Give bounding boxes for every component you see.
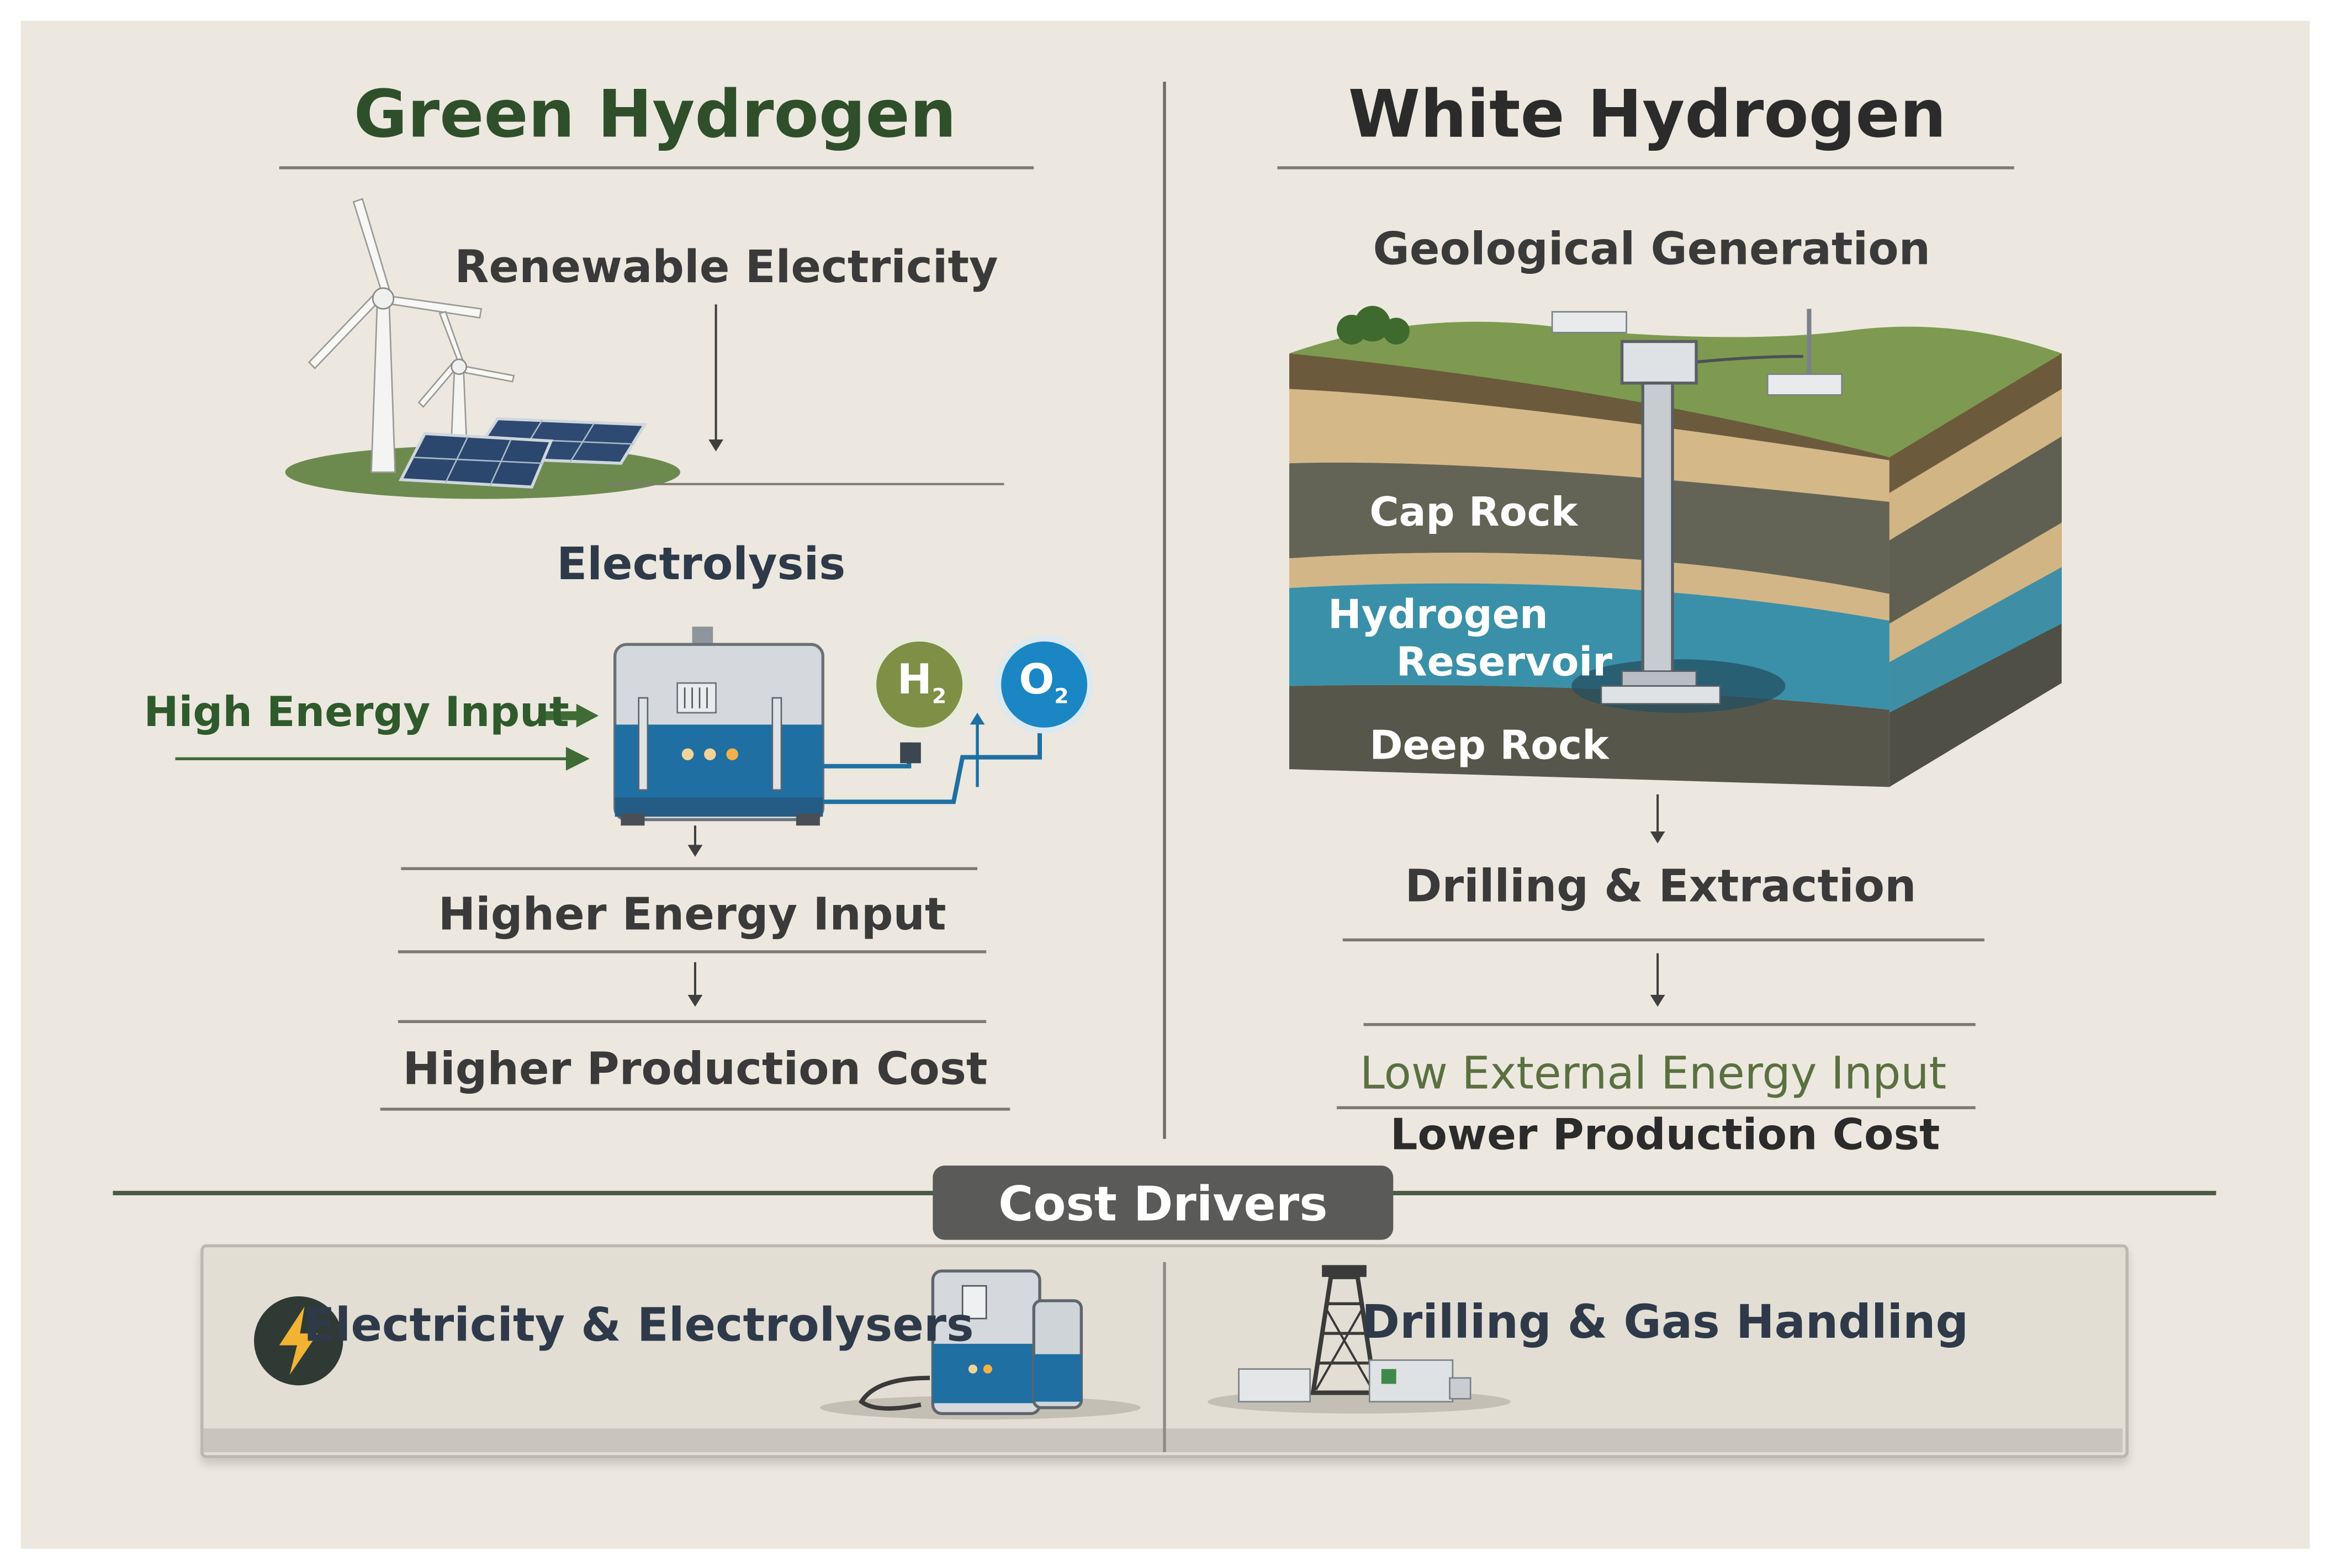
h2-bubble-icon bbox=[870, 635, 968, 734]
electrolysis-label: Electrolysis bbox=[557, 539, 846, 591]
green-separator-2 bbox=[398, 950, 987, 953]
cap-rock-label: Cap Rock bbox=[1369, 490, 1578, 536]
drilling-rig-icon bbox=[1208, 1265, 1511, 1414]
white-separator-2 bbox=[1363, 1023, 1976, 1026]
deep-rock-label: Deep Rock bbox=[1369, 723, 1609, 770]
green-title-underline bbox=[279, 166, 1034, 169]
drilling-extraction-label: Drilling & Extraction bbox=[1405, 861, 1917, 913]
column-divider bbox=[1163, 81, 1166, 1139]
cost-drivers-divider bbox=[1163, 1262, 1166, 1453]
lightning-icon bbox=[253, 1296, 343, 1386]
lower-production-cost-label: Lower Production Cost bbox=[1390, 1109, 1940, 1160]
white-separator-3 bbox=[1337, 1106, 1976, 1109]
cost-drivers-badge bbox=[933, 1166, 1394, 1240]
drilling-well-icon bbox=[1600, 340, 1721, 705]
low-external-energy-label: Low External Energy Input bbox=[1359, 1048, 1947, 1100]
green-separator-3 bbox=[398, 1020, 987, 1023]
renewable-electricity-label: Renewable Electricity bbox=[454, 242, 998, 294]
electrolyser-mini-icon bbox=[819, 1269, 1141, 1420]
cost-drivers-panel-foot bbox=[203, 1428, 2123, 1453]
white-title: White Hydrogen bbox=[1348, 77, 1946, 153]
higher-energy-input-label: Higher Energy Input bbox=[438, 889, 946, 942]
white-title-underline bbox=[1277, 166, 2014, 169]
green-title: Green Hydrogen bbox=[353, 77, 957, 153]
high-energy-input-label: High Energy Input bbox=[144, 687, 569, 737]
green-cost-driver-label: Electricity & Electrolysers bbox=[303, 1299, 974, 1353]
white-cost-driver-label: Drilling & Gas Handling bbox=[1361, 1296, 1969, 1350]
o2-badge-text: O2 bbox=[1019, 655, 1069, 709]
green-separator-1 bbox=[401, 867, 978, 870]
hydrogen-reservoir-line1: Hydrogen bbox=[1327, 592, 1548, 639]
o2-bubble-icon bbox=[995, 635, 1093, 734]
electrolyser-icon bbox=[613, 626, 824, 826]
cost-drivers-heading: Cost Drivers bbox=[998, 1175, 1328, 1233]
wind-turbine-icon bbox=[308, 198, 483, 473]
hydrogen-reservoir-line2: Reservoir bbox=[1396, 640, 1613, 686]
geological-generation-label: Geological Generation bbox=[1373, 224, 1931, 277]
green-separator-4 bbox=[380, 1108, 1010, 1111]
solar-panel-icon bbox=[399, 417, 648, 489]
higher-production-cost-label: Higher Production Cost bbox=[403, 1043, 988, 1096]
h2-badge-text: H2 bbox=[897, 655, 947, 709]
white-separator-1 bbox=[1342, 938, 1984, 942]
